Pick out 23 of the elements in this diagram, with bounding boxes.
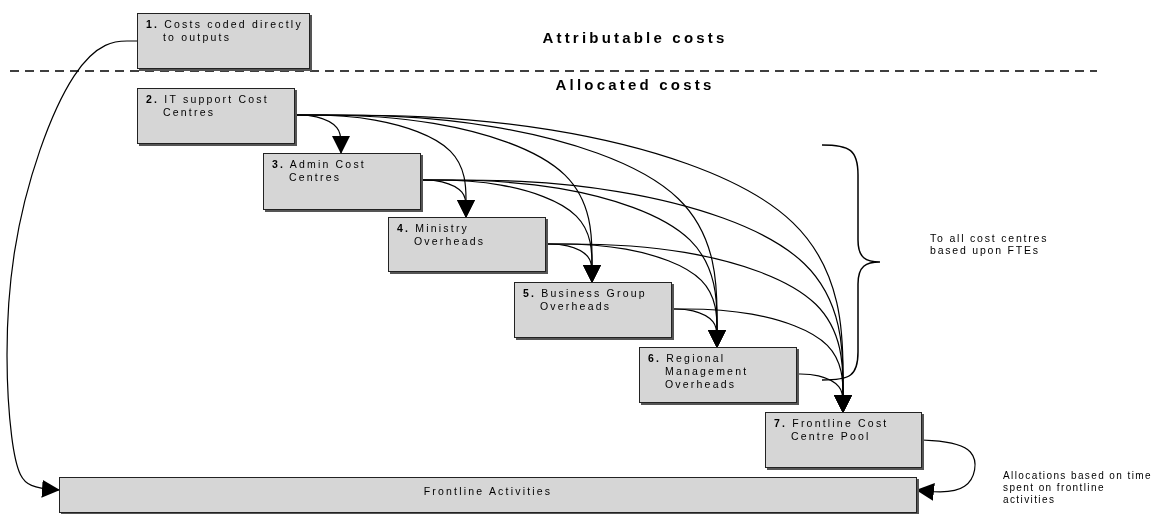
process-box <box>137 13 310 69</box>
process-box <box>263 153 421 210</box>
section-heading: Attributable costs <box>541 32 729 44</box>
box-label: 4. Ministry Overheads <box>397 222 487 248</box>
arrow <box>916 439 976 501</box>
section-heading: Allocated costs <box>554 79 716 91</box>
box-label: 2. IT support Cost Centres <box>146 93 270 119</box>
annotation: Allocations based on time spent on frontline activities <box>1003 470 1153 506</box>
box-label: 3. Admin Cost Centres <box>272 158 367 184</box>
process-box <box>137 88 295 144</box>
box-label: 7. Frontline Cost Centre Pool <box>774 417 890 443</box>
box-label: 6. Regional Management Overheads <box>648 352 750 391</box>
process-box <box>765 412 922 468</box>
arrow <box>6 40 138 498</box>
process-box <box>514 282 672 338</box>
process-box <box>59 477 917 513</box>
arrow <box>796 373 852 413</box>
process-box <box>388 217 546 272</box>
box-label: 1. Costs coded directly to outputs <box>146 18 304 44</box>
process-box <box>639 347 797 403</box>
box-label: Frontline Activities <box>422 485 554 498</box>
box-label: 5. Business Group Overheads <box>523 287 648 313</box>
bracket-note: To all cost centres based upon FTEs <box>930 232 1050 256</box>
